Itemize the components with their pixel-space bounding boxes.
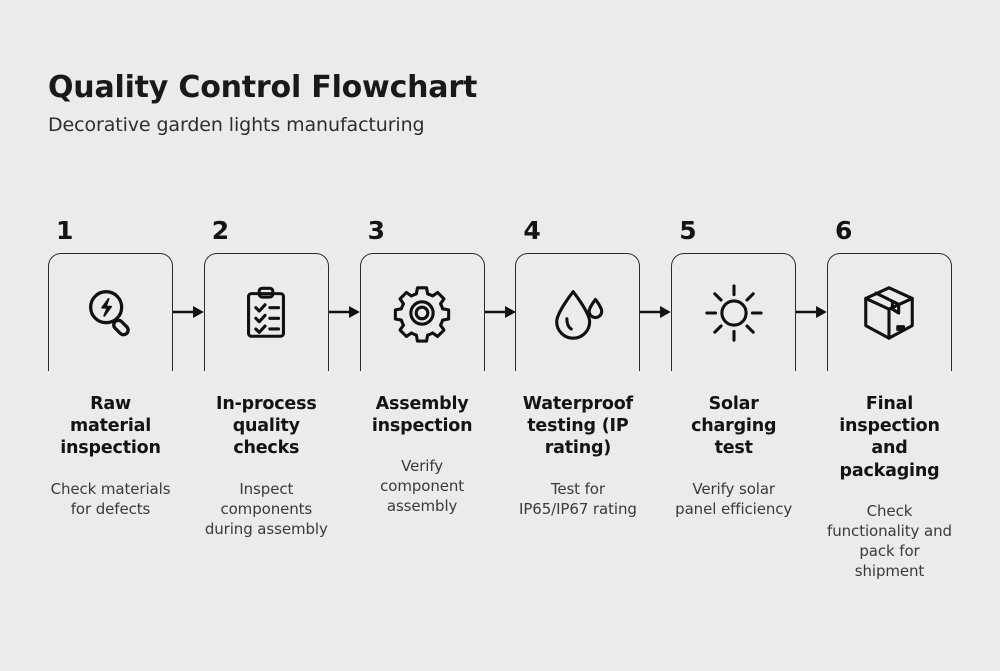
arrow-right-icon bbox=[484, 253, 516, 371]
flow-step-1: 1 Raw material inspection Check material… bbox=[48, 218, 173, 520]
arrow-right-icon bbox=[796, 253, 827, 371]
step-description: Test for IP65/IP67 rating bbox=[519, 479, 637, 518]
step-description: Verify component assembly bbox=[380, 457, 465, 516]
arrow-right-icon bbox=[640, 253, 672, 371]
step-title: Raw material inspection bbox=[60, 394, 161, 459]
page-subtitle: Decorative garden lights manufacturing bbox=[48, 114, 425, 137]
step-title: Final inspection and packaging bbox=[839, 394, 940, 481]
step-title: In-process quality checks bbox=[216, 394, 317, 459]
gear-icon bbox=[391, 282, 453, 344]
sun-icon bbox=[703, 282, 765, 344]
clipboard-checklist-icon bbox=[235, 282, 297, 344]
step-description: Check functionality and pack for shipmen… bbox=[827, 501, 952, 580]
water-droplet-icon bbox=[547, 282, 609, 344]
step-title: Waterproof testing (IP rating) bbox=[522, 394, 633, 459]
step-description: Verify solar panel efficiency bbox=[675, 479, 793, 518]
flow-steps-row: 1 Raw material inspection Check material… bbox=[48, 218, 952, 582]
step-card[interactable] bbox=[826, 253, 952, 371]
step-number: 6 bbox=[834, 216, 853, 245]
flow-step-6: 6 Final inspection and packaging Check f… bbox=[826, 216, 952, 582]
step-card[interactable] bbox=[203, 253, 329, 371]
step-number: 1 bbox=[56, 216, 74, 245]
flow-step-5: 5 Solar charging test bbox=[671, 216, 797, 520]
step-number: 3 bbox=[367, 216, 385, 245]
flow-step-3: 3 Assembly inspection Verify component a… bbox=[359, 216, 485, 517]
header: Quality Control Flowchart Decorative gar… bbox=[48, 70, 477, 136]
package-box-icon bbox=[858, 282, 920, 344]
step-number: 2 bbox=[211, 216, 230, 245]
step-card[interactable] bbox=[671, 253, 797, 371]
flow-step-4: 4 Waterproof testing (IP rating) Test fo… bbox=[515, 216, 641, 520]
step-description: Check materials for defects bbox=[50, 479, 171, 518]
step-card[interactable] bbox=[359, 253, 485, 371]
magnifier-bolt-icon bbox=[80, 282, 142, 344]
page-title: Quality Control Flowchart bbox=[48, 70, 478, 105]
step-description: Inspect components during assembly bbox=[204, 479, 328, 538]
step-number: 5 bbox=[679, 216, 697, 245]
step-number: 4 bbox=[523, 216, 541, 245]
step-card[interactable] bbox=[515, 253, 641, 371]
arrow-right-icon bbox=[173, 253, 204, 371]
step-title: Solar charging test bbox=[691, 394, 777, 459]
step-title: Assembly inspection bbox=[371, 394, 473, 437]
arrow-right-icon bbox=[328, 253, 360, 371]
step-card[interactable] bbox=[48, 253, 173, 371]
flow-step-2: 2 In-process quality checks In bbox=[203, 216, 329, 539]
